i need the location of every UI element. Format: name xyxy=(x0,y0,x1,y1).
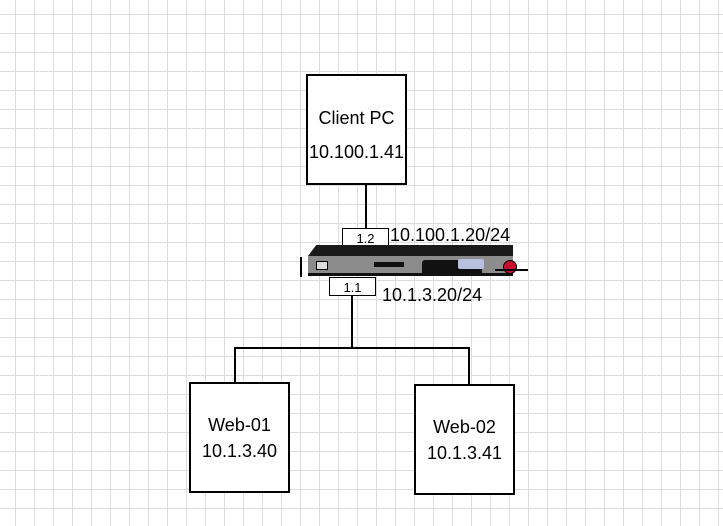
link-client xyxy=(365,185,367,230)
client-ip: 10.100.1.41 xyxy=(308,141,405,162)
f5-device[interactable] xyxy=(300,245,528,279)
ip-top: 10.100.1.20/24 xyxy=(390,225,511,245)
web-01-name: Web-01 xyxy=(208,414,271,435)
port-label-bottom: 1.1 xyxy=(329,277,376,296)
client-pc-node[interactable]: Client PC 10.100.1.41 xyxy=(306,74,407,185)
web-01-node[interactable]: Web-01 10.1.3.40 xyxy=(189,382,290,493)
web-02-name: Web-02 xyxy=(433,416,496,437)
f5-logo xyxy=(503,260,517,274)
link-web02 xyxy=(468,347,470,386)
ip-bottom: 10.1.3.20/24 xyxy=(382,285,483,305)
web-02-node[interactable]: Web-02 10.1.3.41 xyxy=(414,384,515,495)
web-01-ip: 10.1.3.40 xyxy=(201,440,278,461)
client-name: Client PC xyxy=(318,107,395,128)
link-horizontal xyxy=(234,347,470,349)
link-down xyxy=(351,296,353,349)
link-web01 xyxy=(234,347,236,384)
web-02-ip: 10.1.3.41 xyxy=(426,442,503,463)
